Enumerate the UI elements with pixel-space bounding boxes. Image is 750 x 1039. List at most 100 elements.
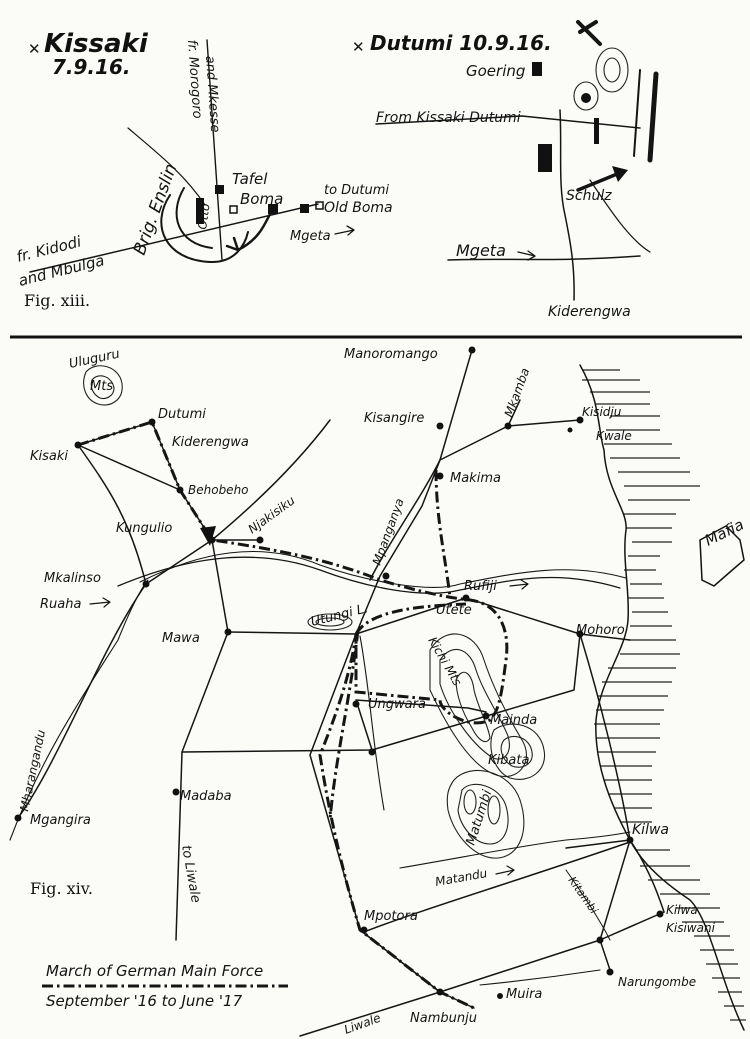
attack-arrowhead xyxy=(225,236,240,252)
german-route-western-branch xyxy=(328,629,360,821)
kibata-label: Kibata xyxy=(488,753,529,768)
manoromango-label: Manoromango xyxy=(344,347,438,362)
german-unit-mark-2 xyxy=(594,118,599,144)
defence-line xyxy=(647,71,659,163)
old-boma-label: Old Boma xyxy=(324,200,393,216)
defence-line-inner xyxy=(633,69,641,157)
muira-label: Muira xyxy=(506,987,542,1002)
dutumi-dot xyxy=(148,418,156,426)
mgeta-top-label: Mgeta xyxy=(290,229,331,244)
mawa-label: Mawa xyxy=(162,631,200,646)
mgeta-right-label: Mgeta xyxy=(456,241,506,260)
fig14-panel: Uluguru Mts Manoromango Dutumi Kiderengw… xyxy=(9,346,747,1037)
mohoro-label: Mohoro xyxy=(576,623,625,638)
legend-line-2: September '16 to June '17 xyxy=(46,992,243,1010)
mainda-dot xyxy=(482,712,490,720)
dutumi-title: Dutumi 10.9.16. xyxy=(370,31,552,55)
tafel-label: Tafel xyxy=(232,170,268,188)
muira-dot xyxy=(497,993,503,999)
oldboma-unit-mark xyxy=(300,204,309,213)
kisaki-label: Kisaki xyxy=(30,449,68,464)
fig14-caption: Fig. xiv. xyxy=(30,879,93,898)
kitambi-dot xyxy=(596,936,604,944)
road-dutumi-kiderengwa xyxy=(559,109,575,301)
brig-enslin-label: Brig. Enslin xyxy=(130,161,181,258)
ungwara-label: Ungwara xyxy=(368,697,426,712)
utungi-label: Utungi L. xyxy=(309,601,369,630)
hill-contour xyxy=(573,81,599,111)
dutumi-label: Dutumi xyxy=(158,407,206,422)
schulz-arrow-shaft xyxy=(576,170,624,192)
tafel-unit-mark xyxy=(215,185,224,194)
kitambi-track xyxy=(565,869,611,941)
mpanganya-label: Mpanganya xyxy=(370,496,407,567)
kisidju-dot xyxy=(576,416,584,424)
njakisiku-dot xyxy=(256,536,264,544)
matandu-label: Matandu xyxy=(434,866,489,889)
rufiji-arrow-icon xyxy=(509,579,529,590)
goering-label: Goering xyxy=(466,62,525,80)
road-nw xyxy=(127,127,206,206)
kissaki-date: 7.9.16. xyxy=(52,55,130,79)
fig13-caption: Fig. xiii. xyxy=(24,291,90,310)
mpanganya-dot xyxy=(382,572,390,580)
otto-label: Otto xyxy=(195,203,213,231)
mohoro-dot xyxy=(576,630,584,638)
makima-dot xyxy=(436,472,444,480)
kilwa-kisiwani-label-1: Kilwa xyxy=(666,903,698,917)
schulz-arrowhead-icon xyxy=(612,166,628,182)
coast-hatching xyxy=(582,369,746,1021)
german-route-northern-branch xyxy=(434,469,452,599)
narungombe-dot xyxy=(606,968,614,976)
mkamba-label: Mkamba xyxy=(502,366,533,419)
mountain-contours xyxy=(83,365,546,859)
route-arrowhead-icon xyxy=(200,526,216,546)
and-mkesse-label: and Mkesse xyxy=(202,55,222,133)
mafia-island xyxy=(699,525,745,587)
german-route-utete-loop xyxy=(354,602,467,635)
mgeta-river xyxy=(447,255,641,261)
mharangandu-label: Mharangandu xyxy=(17,728,48,812)
mainda-label: Mainda xyxy=(490,713,537,728)
utete-label: Utete xyxy=(436,603,472,618)
road-kissaki-dutumi xyxy=(375,115,641,129)
ruaha-label: Ruaha xyxy=(40,597,81,612)
dutumi-river xyxy=(589,179,651,253)
otto-arc xyxy=(175,187,213,249)
mkalinso-label: Mkalinso xyxy=(44,571,101,586)
rufiji-river xyxy=(117,556,621,594)
road-network xyxy=(17,349,665,1037)
mpotora-label: Mpotora xyxy=(364,909,418,924)
mawa-dot xyxy=(224,628,232,636)
matandu-arrow-icon xyxy=(495,865,515,876)
nambunju-dot xyxy=(436,988,444,996)
kisangire-dot xyxy=(436,422,444,430)
kungulio-dot xyxy=(208,536,216,544)
narungombe-label: Narungombe xyxy=(618,975,696,989)
kisidju-label: Kisidju xyxy=(582,405,622,419)
kichi-mts-label: Kichi Mts xyxy=(425,635,464,689)
madaba-label: Madaba xyxy=(180,789,232,804)
behobeho-label: Behobeho xyxy=(188,483,249,497)
kiderengwa-top-label: Kiderengwa xyxy=(548,304,631,320)
to-dutumi-label: to Dutumi xyxy=(324,183,389,198)
southern-river xyxy=(479,969,601,986)
road-morogoro xyxy=(206,39,223,261)
coastline xyxy=(579,364,745,1031)
mgangira-dot xyxy=(14,814,22,822)
mts-label: Mts xyxy=(90,379,113,394)
mkamba-dot xyxy=(504,422,512,430)
mgeta-arrow-icon xyxy=(334,225,355,236)
tributary-river xyxy=(359,635,385,811)
kiderengwa-label: Kiderengwa xyxy=(172,435,249,450)
mpotora-dot xyxy=(360,926,368,934)
attack-arrow-curve xyxy=(236,212,272,252)
ruaha-arrow-icon xyxy=(89,597,111,608)
ungwara-dot xyxy=(352,700,360,708)
rufiji-label: Rufiji xyxy=(464,579,497,594)
hill-contour xyxy=(595,47,629,93)
utete-dot xyxy=(462,594,470,602)
nambunju-label: Nambunju xyxy=(410,1011,477,1026)
